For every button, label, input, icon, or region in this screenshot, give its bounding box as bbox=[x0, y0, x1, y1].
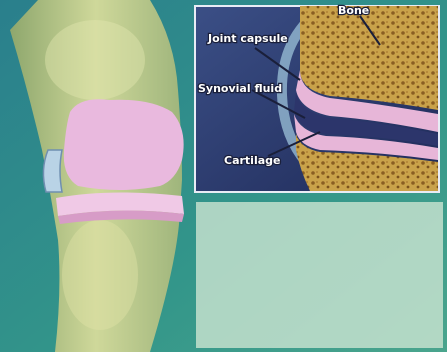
label-joint-capsule: Joint capsule bbox=[207, 32, 288, 45]
label-bone: Bone bbox=[338, 4, 369, 17]
femur-cartilage bbox=[64, 99, 184, 190]
text-panel bbox=[196, 202, 443, 348]
joint-capsule-side bbox=[43, 150, 62, 192]
label-cartilage: Cartilage bbox=[224, 154, 280, 167]
label-synovial-fluid: Synovial fluid bbox=[198, 82, 282, 95]
